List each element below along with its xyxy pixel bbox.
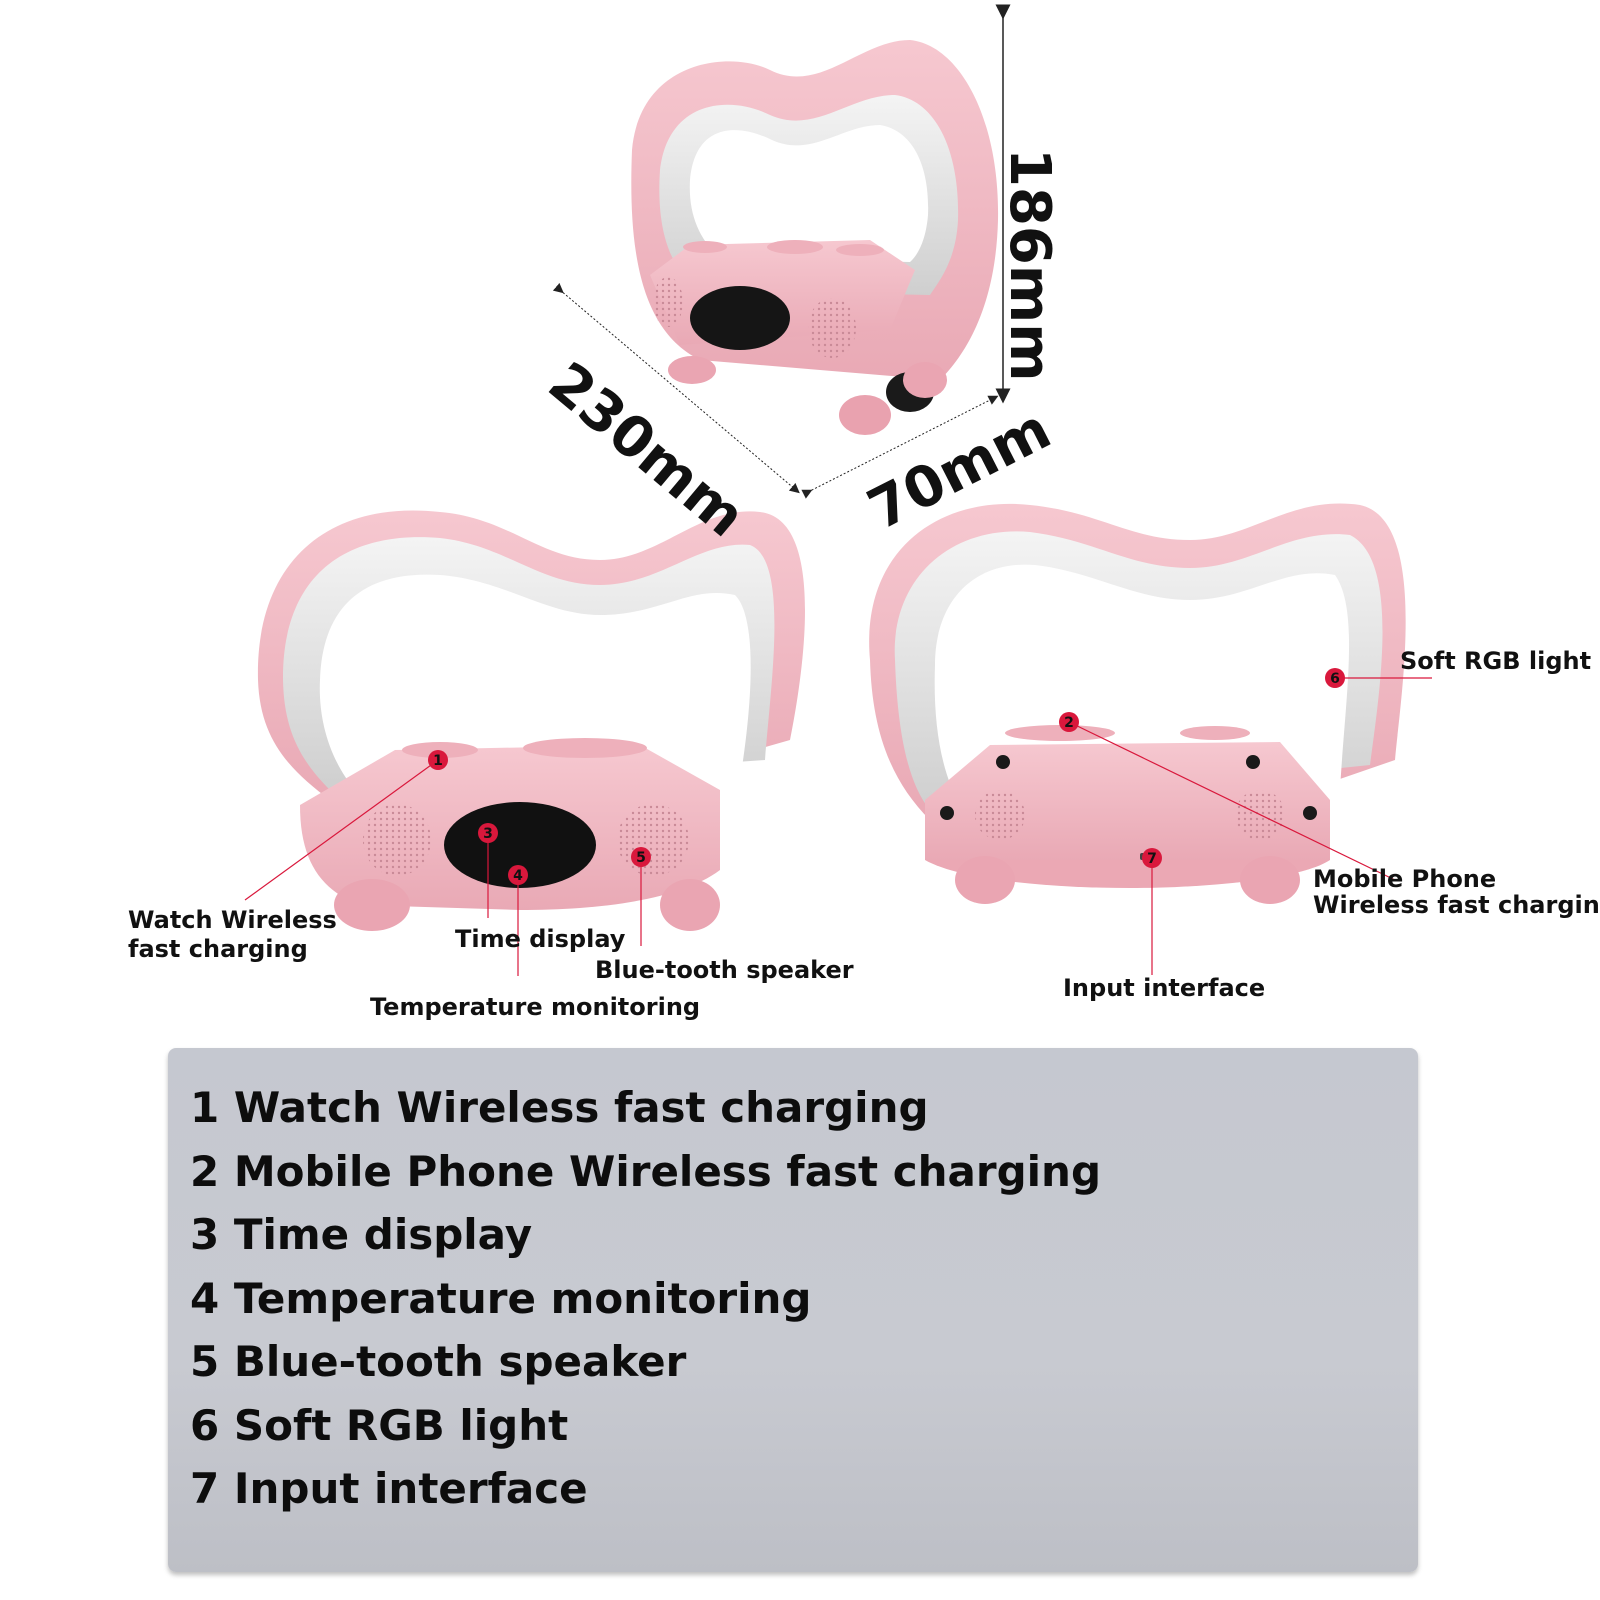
marker-3: 3 bbox=[478, 823, 498, 843]
legend-item-7: 7 Input interface bbox=[190, 1464, 588, 1513]
legend-item-1: 1 Watch Wireless fast charging bbox=[190, 1083, 929, 1132]
callout-input-interface: Input interface bbox=[1063, 974, 1266, 1002]
marker-2-number: 2 bbox=[1064, 715, 1074, 731]
marker-7-number: 7 bbox=[1147, 851, 1157, 867]
callout-phone-charging-line2: Wireless fast charging bbox=[1313, 891, 1600, 919]
marker-6: 6 bbox=[1325, 668, 1345, 688]
marker-6-number: 6 bbox=[1330, 671, 1340, 687]
callout-speaker: Blue-tooth speaker bbox=[595, 956, 854, 984]
callout-watch-charging-line2: fast charging bbox=[128, 935, 308, 963]
callout-phone-charging-line1: Mobile Phone bbox=[1313, 865, 1497, 893]
marker-2: 2 bbox=[1059, 712, 1079, 732]
legend-panel: 1 Watch Wireless fast charging 2 Mobile … bbox=[168, 1048, 1418, 1572]
callout-rgb-light: Soft RGB light bbox=[1400, 647, 1592, 675]
top-product-view bbox=[631, 40, 999, 435]
leader-lines bbox=[244, 677, 1432, 976]
legend-item-4: 4 Temperature monitoring bbox=[190, 1273, 812, 1323]
legend-item-6: 6 Soft RGB light bbox=[190, 1400, 569, 1450]
callout-watch-charging: Watch Wireless fast charging bbox=[128, 906, 337, 964]
callout-markers: 1 2 3 4 5 6 7 bbox=[428, 668, 1345, 885]
marker-3-number: 3 bbox=[483, 826, 493, 842]
marker-5-number: 5 bbox=[636, 850, 646, 866]
marker-4-number: 4 bbox=[513, 868, 523, 884]
callout-watch-charging-line1: Watch Wireless bbox=[128, 906, 337, 934]
legend-item-2: 2 Mobile Phone Wireless fast charging bbox=[190, 1146, 1102, 1196]
callout-time-display: Time display bbox=[455, 925, 626, 953]
marker-1-number: 1 bbox=[433, 753, 443, 769]
legend-list: 1 Watch Wireless fast charging 2 Mobile … bbox=[190, 1076, 1101, 1521]
product-diagram: 1 2 3 4 5 6 7 186mm 230mm 70mm Watch Wir… bbox=[128, 4, 1600, 1021]
callout-phone-charging: Mobile Phone Wireless fast charging bbox=[1313, 866, 1600, 918]
legend-item-5: 5 Blue-tooth speaker bbox=[190, 1337, 687, 1386]
dimension-height: 186mm bbox=[997, 148, 1062, 382]
marker-4: 4 bbox=[508, 865, 528, 885]
marker-7: 7 bbox=[1142, 848, 1162, 868]
callout-temperature: Temperature monitoring bbox=[370, 993, 701, 1021]
marker-1: 1 bbox=[428, 750, 448, 770]
legend-item-3: 3 Time display bbox=[190, 1210, 533, 1259]
front-product-view bbox=[257, 510, 805, 931]
marker-5: 5 bbox=[631, 847, 651, 867]
back-product-view bbox=[869, 503, 1406, 904]
